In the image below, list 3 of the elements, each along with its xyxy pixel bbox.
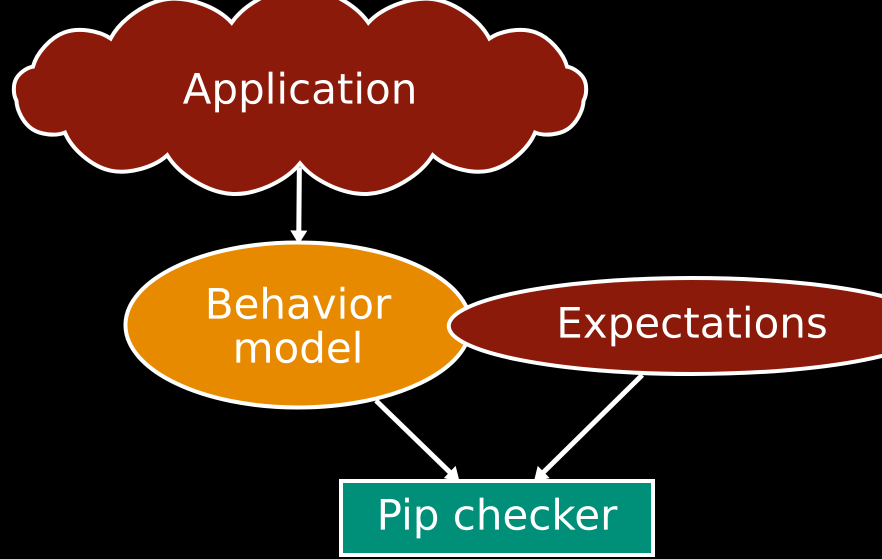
process-box: Pip checker — [339, 479, 656, 557]
ellipse-node: Expectations — [446, 276, 882, 376]
ellipse-node: Behavior model — [123, 240, 473, 410]
